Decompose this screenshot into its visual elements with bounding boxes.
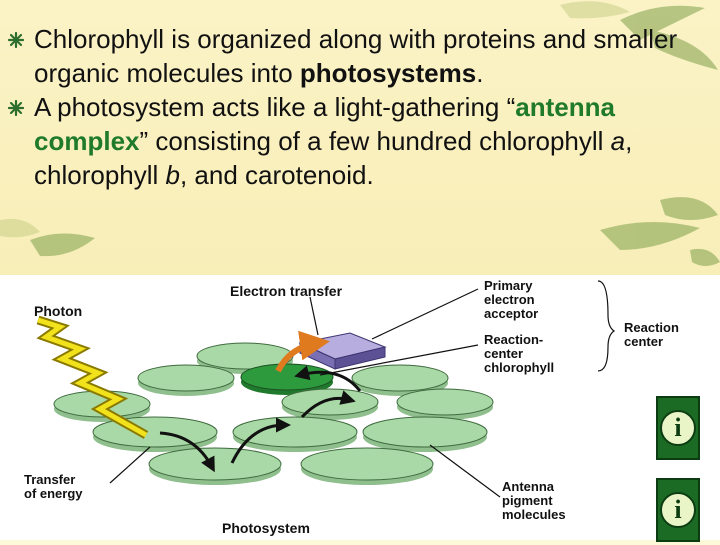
bullet-list: Chlorophyll is organized along with prot… (8, 22, 718, 192)
label-rc-chlorophyll-2: center (484, 346, 523, 361)
pigment-disc (232, 416, 358, 452)
photosystem-figure: Electron transfer Photon Primary electro… (24, 278, 679, 536)
bullet-2-text-b: ” consisting of a few hundred chlorophyl… (139, 126, 611, 156)
label-rc-chlorophyll-3: chlorophyll (484, 360, 554, 375)
text-panel (0, 0, 720, 275)
term-b: b (165, 160, 180, 190)
pigment-disc (396, 388, 494, 420)
bullet-1-text: Chlorophyll is organized along with prot… (34, 24, 678, 88)
pigment-disc (351, 364, 449, 396)
electron-transfer-arrow (275, 330, 330, 373)
info-icon: i (660, 492, 696, 528)
pigment-disc (137, 364, 235, 396)
label-photon: Photon (34, 303, 82, 319)
bullet-2-text-d: , and carotenoid. (179, 160, 374, 190)
pigment-disc (362, 416, 488, 452)
label-antenna-1: Antenna (502, 479, 555, 494)
label-antenna-2: pigment (502, 493, 553, 508)
label-transfer-2: of energy (24, 486, 83, 501)
label-reaction-center-2: center (624, 334, 663, 349)
label-rc-chlorophyll-1: Reaction- (484, 332, 543, 347)
photosystem-diagram: Electron transfer Photon Primary electro… (0, 275, 720, 540)
term-antenna-complex: antenna complex (34, 92, 615, 156)
pigment-disc (300, 447, 434, 485)
label-pointers (109, 280, 616, 498)
term-photosystems: photosystems (299, 58, 477, 88)
pigment-disc (148, 447, 282, 485)
leaf-decoration (0, 1, 720, 266)
label-primary-1: Primary (484, 278, 533, 293)
energy-transfer-arrows (159, 365, 362, 473)
label-electron-transfer: Electron transfer (230, 283, 343, 299)
label-reaction-center-1: Reaction (624, 320, 679, 335)
info-button-2[interactable]: i (656, 478, 700, 542)
antenna-discs (53, 342, 494, 485)
label-antenna-3: molecules (502, 507, 566, 522)
label-photosystem: Photosystem (222, 520, 310, 536)
info-icon: i (660, 410, 696, 446)
bullet-2-text-c: , chlorophyll (34, 126, 633, 190)
asterisk-bullet-icon (8, 32, 24, 48)
label-primary-3: acceptor (484, 306, 538, 321)
photon-bolt-fill (37, 317, 148, 438)
bullet-1-end: . (476, 58, 484, 88)
asterisk-bullet-icon (8, 100, 24, 116)
term-a: a (610, 126, 626, 156)
pigment-disc (281, 388, 379, 420)
label-transfer-1: Transfer (24, 472, 75, 487)
label-primary-2: electron (484, 292, 535, 307)
bullet-1: Chlorophyll is organized along with prot… (8, 22, 718, 90)
bullet-2-text: A photosystem acts like a light-gatherin… (34, 92, 516, 122)
info-button-1[interactable]: i (656, 396, 700, 460)
bullet-2: A photosystem acts like a light-gatherin… (8, 90, 718, 192)
